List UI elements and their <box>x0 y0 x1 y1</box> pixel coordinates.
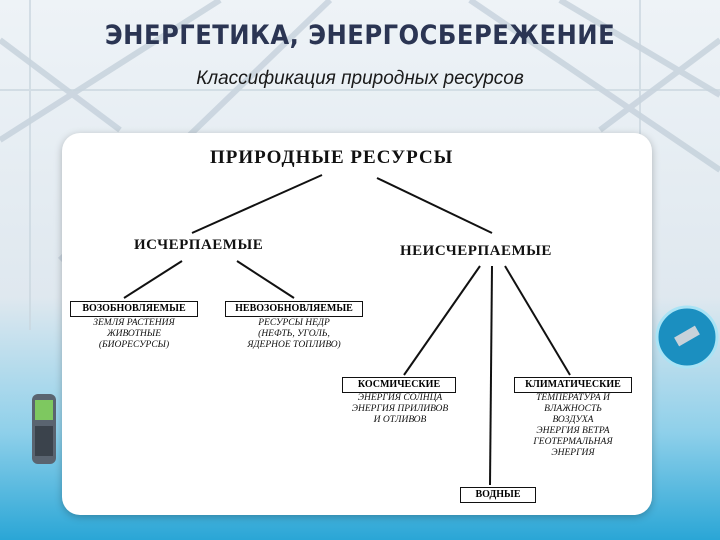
desc-line: РЕСУРСЫ НЕДР <box>258 318 330 328</box>
nonrenewable-box: НЕВОЗОБНОВЛЯЕМЫЕ <box>225 301 363 317</box>
desc-line: (БИОРЕСУРСЫ) <box>98 340 170 350</box>
desc-line: ЖИВОТНЫЕ <box>106 329 161 339</box>
exhaustible-node: ИСЧЕРПАЕМЫЕ <box>134 237 264 253</box>
desc-line: (НЕФТЬ, УГОЛЬ, <box>258 329 330 339</box>
satellite-orb-icon <box>655 305 719 369</box>
desc-line: ЭНЕРГИЯ <box>551 448 595 458</box>
desc-line: ВЛАЖНОСТЬ <box>544 404 602 414</box>
inexhaustible-node: НЕИСЧЕРПАЕМЫЕ <box>400 243 552 259</box>
mobile-phone-icon <box>32 394 56 464</box>
root-node: ПРИРОДНЫЕ РЕСУРСЫ <box>210 147 454 168</box>
page-subtitle: Классификация природных ресурсов <box>196 68 524 89</box>
desc-line: ЭНЕРГИЯ ВЕТРА <box>536 426 610 436</box>
space-description: ЭНЕРГИЯ СОЛНЦА ЭНЕРГИЯ ПРИЛИВОВ И ОТЛИВО… <box>342 393 458 426</box>
desc-line: ЭНЕРГИЯ ПРИЛИВОВ <box>351 404 449 414</box>
water-box: ВОДНЫЕ <box>460 487 536 503</box>
desc-line: ТЕМПЕРАТУРА И <box>536 393 610 403</box>
nonrenewable-description: РЕСУРСЫ НЕДР (НЕФТЬ, УГОЛЬ, ЯДЕРНОЕ ТОПЛ… <box>228 318 360 351</box>
page-title: ЭНЕРГЕТИКА, ЭНЕРГОСБЕРЕЖЕНИЕ <box>104 20 616 51</box>
desc-line: ВОЗДУХА <box>552 415 594 425</box>
diagram-card <box>62 133 652 515</box>
desc-line: ЭНЕРГИЯ СОЛНЦА <box>357 393 443 403</box>
desc-line: ЗЕМЛЯ РАСТЕНИЯ <box>93 318 175 328</box>
space-box: КОСМИЧЕСКИЕ <box>342 377 456 393</box>
desc-line: ГЕОТЕРМАЛЬНАЯ <box>533 437 613 447</box>
desc-line: ЯДЕРНОЕ ТОПЛИВО) <box>247 340 341 350</box>
climatic-description: ТЕМПЕРАТУРА И ВЛАЖНОСТЬ ВОЗДУХА ЭНЕРГИЯ … <box>514 393 632 459</box>
renewable-box: ВОЗОБНОВЛЯЕМЫЕ <box>70 301 198 317</box>
classification-diagram: ПРИРОДНЫЕ РЕСУРСЫ ИСЧЕРПАЕМЫЕ НЕИСЧЕРПАЕ… <box>62 133 652 515</box>
climatic-box: КЛИМАТИЧЕСКИЕ <box>514 377 632 393</box>
connector-lines <box>123 174 571 486</box>
desc-line: И ОТЛИВОВ <box>373 415 427 425</box>
renewable-description: ЗЕМЛЯ РАСТЕНИЯ ЖИВОТНЫЕ (БИОРЕСУРСЫ) <box>72 318 196 351</box>
